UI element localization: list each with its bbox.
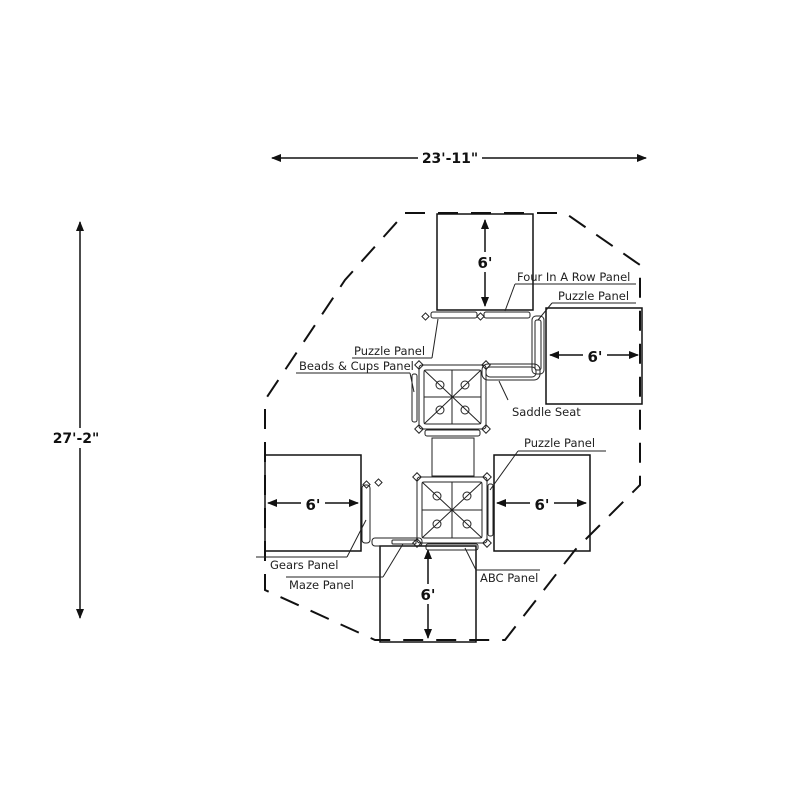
callout-abc: ABC Panel [464,547,540,585]
zone-label: 6' [305,496,320,514]
puzzle-panel-label: Puzzle Panel [558,289,629,303]
gears-maze-panels [361,478,423,547]
puzzle-panel-label: Puzzle Panel [354,344,425,358]
use-zone-top: 6' [436,213,534,311]
use-zone-right-lower: 6' [493,454,591,552]
overall-height-dimension: 27'-2" [44,221,108,619]
zone-label: 6' [587,348,602,366]
use-zone-bottom: 6' [379,545,477,643]
saddle-seat-label: Saddle Seat [512,405,581,419]
use-zone-boundary [264,212,641,641]
saddle-seat [481,363,541,381]
maze-panel-label: Maze Panel [289,578,354,592]
callout-gears: Gears Panel [256,519,367,572]
use-zone-right-upper: 6' [545,307,643,405]
width-dimension-label: 23'-11" [422,151,478,167]
use-zone-left: 6' [264,454,362,552]
upper-play-deck [411,360,491,437]
beads-cups-label: Beads & Cups Panel [299,359,414,373]
zone-label: 6' [420,586,435,604]
lower-play-deck [412,472,494,548]
zone-label: 6' [534,496,549,514]
callout-puzzle-right: Puzzle Panel [489,436,606,491]
callout-puzzle-top-right: Puzzle Panel [537,289,636,321]
callout-beads-cups: Beads & Cups Panel [296,359,415,393]
abc-panel [425,543,479,551]
top-panels [421,311,531,321]
height-dimension-label: 27'-2" [53,431,100,447]
callout-puzzle-left: Puzzle Panel [352,318,439,359]
callout-saddle-seat: Saddle Seat [498,380,581,419]
zone-label: 6' [477,254,492,272]
abc-panel-label: ABC Panel [480,571,538,585]
callout-four-in-a-row: Four In A Row Panel [504,270,636,312]
overall-width-dimension: 23'-11" [271,148,647,168]
four-in-a-row-label: Four In A Row Panel [517,270,630,284]
puzzle-panel-label: Puzzle Panel [524,436,595,450]
callout-maze: Maze Panel [286,543,404,592]
gears-panel-label: Gears Panel [270,558,338,572]
connector-walkway [431,437,475,477]
